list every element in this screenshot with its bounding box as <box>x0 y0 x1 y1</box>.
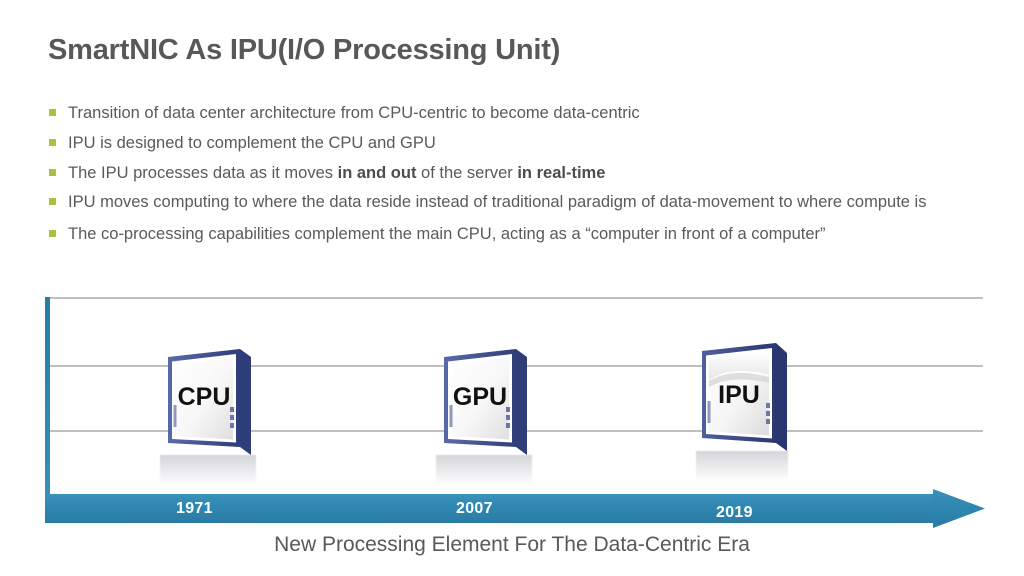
gpu-chip-icon: GPU <box>444 349 527 455</box>
bullet-text-emphasis: in and out <box>337 163 417 182</box>
bullet-text: The co-processing capabilities complemen… <box>68 225 826 244</box>
timeline-year-2007: 2007 <box>456 500 493 517</box>
ipu-chip-icon: IPU <box>702 343 787 451</box>
list-item: IPU is designed to complement the CPU an… <box>48 133 788 155</box>
bullet-square-icon <box>49 168 56 176</box>
chip-cpu-reflection <box>160 455 256 485</box>
chip-gpu-label: GPU <box>453 383 507 411</box>
chip-gpu: GPU <box>428 343 548 485</box>
list-item: Transition of data center architecture f… <box>48 103 788 125</box>
list-item: The IPU processes data as it moves in an… <box>48 163 828 185</box>
timeline-year-2019: 2019 <box>716 504 753 521</box>
chip-cpu-label: CPU <box>178 383 231 411</box>
page-title: SmartNIC As IPU(I/O Processing Unit) <box>48 34 561 66</box>
bullet-square-icon <box>49 109 56 116</box>
list-item: IPU moves computing to where the data re… <box>48 192 968 214</box>
y-axis-line <box>45 297 50 512</box>
gridline <box>48 297 983 299</box>
chip-ipu-body: IPU <box>684 337 787 455</box>
chip-ipu: IPU <box>684 337 804 481</box>
bullet-text: The IPU processes data as it moves <box>68 163 338 182</box>
chart-caption: New Processing Element For The Data-Cent… <box>274 533 750 556</box>
timeline-year-1971: 1971 <box>176 500 213 517</box>
bullet-square-icon <box>49 230 56 238</box>
bullet-text: IPU is designed to complement the CPU an… <box>68 133 436 152</box>
timeline-arrow-shape <box>45 489 985 528</box>
bullet-square-icon <box>49 138 56 146</box>
chip-gpu-body: GPU <box>428 343 528 461</box>
chip-cpu: CPU <box>152 343 272 485</box>
timeline-arrow: 1971 2007 2019 <box>45 489 985 535</box>
chip-gpu-reflection <box>436 455 532 485</box>
bullet-text: of the server <box>416 163 518 182</box>
cpu-chip-icon: CPU <box>168 349 251 455</box>
timeline-chart: CPU <box>0 285 1024 576</box>
chip-cpu-body: CPU <box>152 343 252 461</box>
chip-ipu-reflection <box>696 451 788 481</box>
list-item: The co-processing capabilities complemen… <box>48 224 998 246</box>
bullet-text: IPU moves computing to where the data re… <box>68 193 927 212</box>
bullet-text-emphasis: in real-time <box>517 163 606 182</box>
bullet-square-icon <box>49 198 56 206</box>
bullet-text: Transition of data center architecture f… <box>68 104 640 122</box>
chip-ipu-label: IPU <box>718 381 760 409</box>
bullet-list: Transition of data center architecture f… <box>48 103 978 254</box>
